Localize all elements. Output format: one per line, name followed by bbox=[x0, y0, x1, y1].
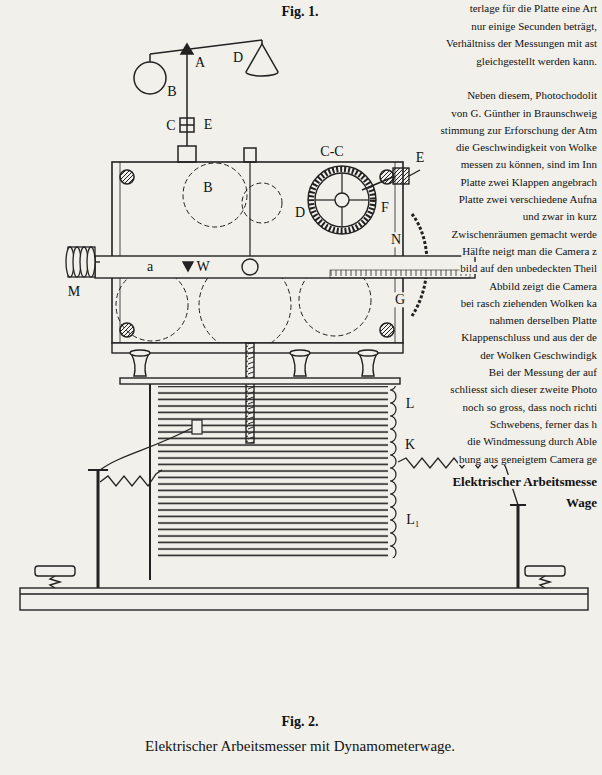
page-text: Bei der Messung der auf bbox=[488, 366, 598, 378]
part-letter: N bbox=[390, 232, 402, 247]
part-letter: L bbox=[405, 396, 416, 411]
part-letter: E bbox=[415, 150, 426, 165]
page-text: bei rasch ziehenden Wolken ka bbox=[460, 297, 598, 309]
page-text: Klappenschluss und aus der de bbox=[460, 331, 598, 343]
coil bbox=[150, 384, 398, 580]
pulley bbox=[66, 247, 95, 277]
part-letter: D bbox=[232, 50, 244, 65]
page-text: Abbild zeigt die Camera bbox=[488, 279, 598, 291]
part-letter: B bbox=[166, 84, 177, 99]
column-heading: Elektrischer Arbeitsmesse bbox=[451, 475, 598, 489]
page-text: nahmen derselben Platte bbox=[488, 314, 598, 326]
column-heading: Wage bbox=[565, 496, 598, 510]
part-letter: G bbox=[394, 292, 406, 307]
part-letter: K bbox=[404, 437, 416, 452]
page-text: die Geschwindigkeit von Wolke bbox=[455, 141, 598, 153]
page-text: Hälfte neigt man die Camera z bbox=[461, 245, 598, 257]
page-text: Platte zwei Klappen angebrach bbox=[459, 176, 598, 188]
sliding-bar bbox=[95, 256, 475, 278]
part-letter: D bbox=[294, 205, 306, 220]
part-letter: C bbox=[165, 118, 176, 133]
figure-number: Fig. 2. bbox=[281, 714, 320, 729]
part-letter: C-C bbox=[319, 144, 344, 159]
page-text: nur einige Secunden beträgt, bbox=[470, 20, 598, 32]
terminals bbox=[20, 470, 588, 610]
part-letter: W bbox=[195, 259, 210, 274]
page-text: Verhältniss der Messungen mit ast bbox=[445, 37, 598, 49]
page-text: schliesst sich dieser zweite Photo bbox=[449, 383, 598, 395]
page-text: Schwebens, ferner das h bbox=[489, 418, 598, 430]
page-text: Zwischenräumen gemacht werde bbox=[451, 228, 598, 240]
page-text: von G. Günther in Braunschweig bbox=[450, 106, 598, 118]
page-text: der Wolken Geschwindigk bbox=[479, 349, 598, 361]
frame bbox=[112, 162, 403, 343]
page-text: bung aus geneigtem Camera ge bbox=[458, 452, 598, 464]
page-text: und zwar in kurz bbox=[522, 210, 598, 222]
figure-caption: Elektrischer Arbeitsmesser mit Dynamomet… bbox=[143, 738, 457, 755]
part-letter: L₁ bbox=[405, 512, 420, 527]
part-letter: B bbox=[202, 180, 213, 195]
part-letter: M bbox=[67, 284, 81, 299]
page-text: terlage für die Platte eine Art bbox=[469, 2, 598, 14]
page-text: Neben diesem, Photochodolit bbox=[466, 89, 598, 101]
part-letter: a bbox=[146, 259, 154, 274]
page-text: messen zu können, sind im Inn bbox=[460, 158, 598, 170]
part-letter: F bbox=[380, 200, 390, 215]
page-text: die Windmessung durch Able bbox=[466, 435, 598, 447]
page-text: stimmung zur Erforschung der Atm bbox=[440, 124, 598, 136]
balance bbox=[134, 40, 278, 162]
counter-wheel bbox=[308, 166, 427, 316]
part-letter: E bbox=[203, 117, 214, 132]
page-text: Platte zwei verschiedene Aufna bbox=[458, 193, 598, 205]
page-text: gleichgestellt werden kann. bbox=[475, 55, 598, 67]
wires bbox=[100, 428, 518, 505]
figure-number: Fig. 1. bbox=[281, 4, 320, 19]
page-text: bild auf den unbedeckten Theil bbox=[459, 262, 598, 274]
part-letter: A bbox=[194, 55, 206, 70]
page-text: noch so gross, dass noch richti bbox=[462, 401, 598, 413]
